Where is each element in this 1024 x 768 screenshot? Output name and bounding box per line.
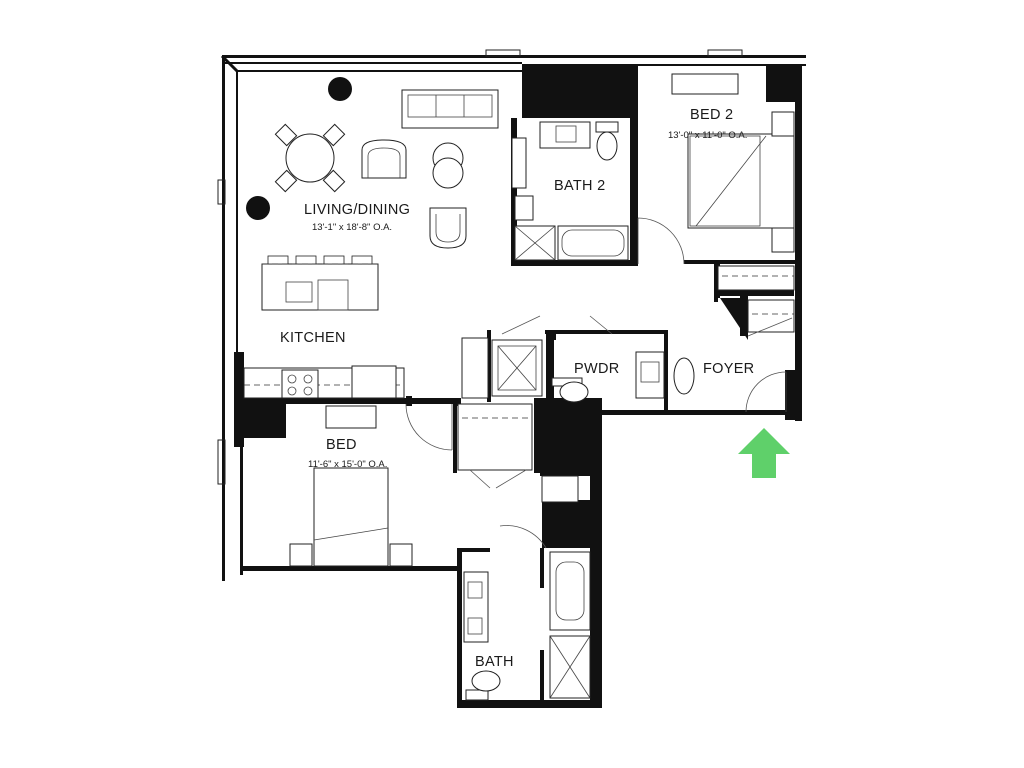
door-swings (405, 217, 793, 549)
room-label-bath-2: BATH 2 (554, 178, 606, 194)
interior-walls (244, 66, 796, 708)
room-dimensions-bed: 11'-6" x 15'-0" O.A. (308, 459, 387, 470)
room-label-kitchen: KITCHEN (280, 330, 346, 346)
column-icon (246, 196, 270, 220)
room-label-pwdr: PWDR (574, 361, 620, 377)
room-dimensions-bed-2: 13'-0" x 11'-0" O.A. (668, 130, 747, 141)
room-label-bath: BATH (475, 654, 514, 670)
exterior-walls (217, 49, 806, 581)
room-label-foyer: FOYER (703, 361, 754, 377)
room-label-bed-2: BED 2 (690, 107, 733, 123)
room-labels: LIVING/DINING 13'-1" x 18'-8" O.A. KITCH… (280, 107, 754, 670)
room-label-living-dining: LIVING/DINING (304, 202, 410, 218)
room-label-bed: BED (326, 437, 357, 453)
furniture (243, 73, 795, 701)
arrow-up-icon (738, 428, 790, 478)
column-icon (328, 77, 352, 101)
room-dimensions-living-dining: 13'-1" x 18'-8" O.A. (312, 222, 392, 233)
